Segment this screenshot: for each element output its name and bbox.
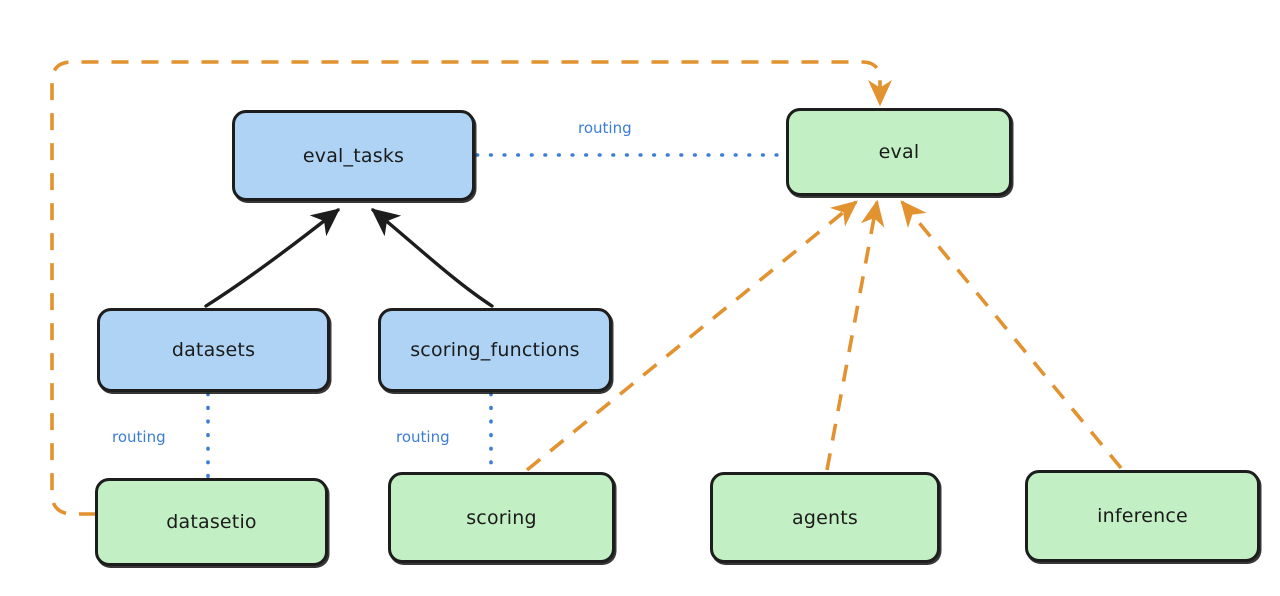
edge-inference-to-eval (900, 200, 1123, 470)
node-eval-tasks[interactable]: eval_tasks (232, 110, 475, 201)
edge-agents-to-eval (825, 199, 885, 471)
node-scoring-functions[interactable]: scoring_functions (378, 308, 612, 392)
node-label: inference (1097, 505, 1188, 527)
node-label: agents (792, 506, 858, 529)
edge-label-routing-datasets-datasetio: routing (112, 428, 166, 446)
node-label: datasets (171, 339, 256, 361)
edge-label-routing-scoring-functions-scoring: routing (396, 428, 450, 446)
edge-label-routing-eval-tasks-eval: routing (578, 119, 632, 137)
edge-datasets-to-eval-tasks (204, 208, 341, 308)
node-label: eval_tasks (302, 144, 405, 167)
node-datasetio[interactable]: datasetio (95, 478, 328, 566)
node-inference[interactable]: inference (1025, 470, 1260, 562)
node-agents[interactable]: agents (710, 472, 940, 563)
node-scoring[interactable]: scoring (388, 472, 615, 563)
node-label: scoring_functions (410, 339, 580, 361)
edge-scoring-functions-to-eval-tasks (371, 208, 494, 308)
node-label: eval (878, 141, 920, 163)
node-label: datasetio (166, 511, 257, 533)
node-eval[interactable]: eval (786, 108, 1012, 196)
node-label: scoring (466, 506, 537, 529)
node-datasets[interactable]: datasets (97, 308, 330, 392)
